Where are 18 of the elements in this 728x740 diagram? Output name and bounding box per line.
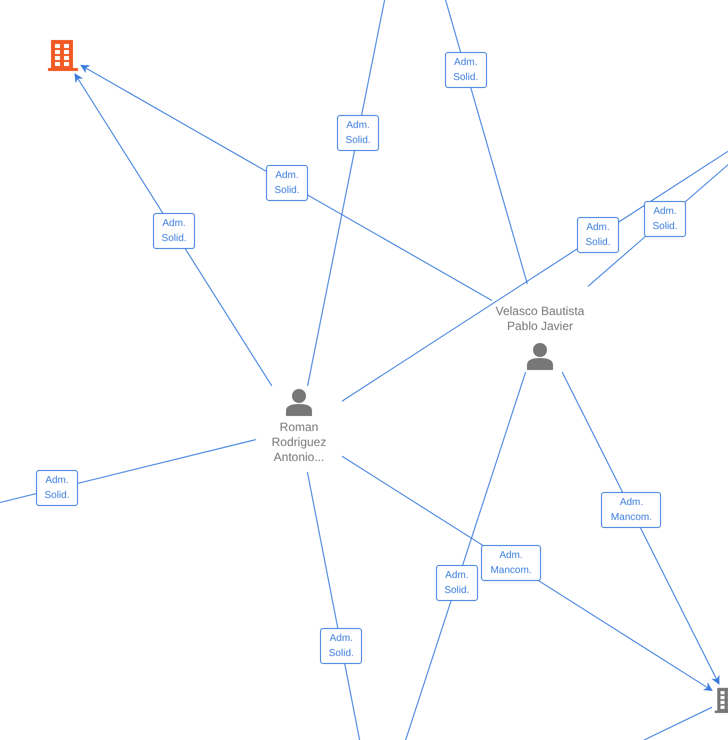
person-name: Roman Rodriguez Antonio... [270,420,328,465]
edge-label: Adm. Solid. [577,217,619,254]
arrow [80,64,492,302]
edge-label: Adm. Solid. [337,115,380,151]
connector-line [404,372,526,740]
edge-label: Adm. Solid. [153,213,196,249]
edge-label: Adm. Solid. [36,470,78,506]
edge-label: Adm. Solid. [644,201,686,238]
building-icon [47,38,79,72]
edge-label: Adm. Solid. [444,52,487,88]
edge-label: Adm. Solid. [436,565,478,601]
person-name: Velasco Bautista Pablo Javier [494,304,586,334]
connector-line [307,0,386,386]
edge-label: Adm. Mancom. [481,545,541,582]
edge-label: Adm. Mancom. [601,492,662,528]
edge-label: Adm. Solid. [320,628,362,664]
arrow [74,73,272,386]
edge-label: Adm. Solid. [266,165,308,202]
